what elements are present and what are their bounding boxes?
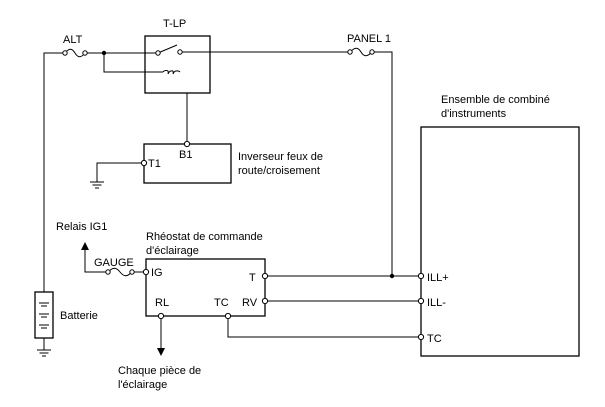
ground-icon-t1: [90, 181, 104, 189]
terminal-ill-minus: [417, 297, 425, 305]
label-switch-line1: Inverseur feux de: [238, 151, 323, 163]
label-batterie: Batterie: [60, 310, 98, 322]
illumination-rheostat: [145, 258, 266, 317]
label-rheo-line1: Rhéostat de commande: [146, 231, 263, 243]
terminal-b1: [183, 140, 191, 148]
label-cluster-line2: d'instruments: [441, 108, 507, 120]
terminal-alt-right: [82, 50, 88, 56]
label-t1: T1: [148, 158, 161, 170]
label-tlp: T-LP: [163, 18, 186, 30]
terminal-tc: [224, 312, 232, 320]
label-panel1: PANEL 1: [347, 33, 391, 45]
terminal-panel1-right: [369, 49, 375, 55]
fuse-panel1-icon: [349, 47, 373, 57]
instrument-cluster: [420, 126, 580, 357]
label-ig: IG: [151, 267, 163, 279]
label-cluster-line1: Ensemble de combiné: [441, 94, 550, 106]
terminal-gauge-right: [129, 269, 135, 275]
label-rheo-line2: d'éclairage: [146, 245, 199, 257]
label-ill-plus: ILL+: [427, 272, 449, 284]
fuse-gauge-icon: [107, 267, 133, 277]
label-switch-line2: route/croisement: [238, 165, 320, 177]
relay-coil-icon: [145, 70, 181, 75]
arrow-up-icon: [81, 242, 89, 250]
label-chaque-line1: Chaque pièce de: [118, 365, 201, 377]
terminal-t: [261, 272, 269, 280]
label-ill-minus: ILL-: [427, 297, 446, 309]
label-rv: RV: [242, 297, 258, 309]
terminal-tc-cluster: [417, 333, 425, 341]
terminal-ig: [142, 268, 150, 276]
tlp-relay: [144, 35, 211, 94]
label-relais: Relais IG1: [56, 221, 107, 233]
terminal-alt-left: [62, 50, 68, 56]
terminal-gauge-left: [105, 269, 111, 275]
junction-node-ill: [389, 273, 395, 279]
fuse-alt-icon: [64, 48, 86, 58]
terminal-t1: [140, 159, 148, 167]
ground-icon-battery: [37, 349, 51, 357]
label-gauge: GAUGE: [94, 257, 134, 269]
label-t: T: [249, 272, 256, 284]
label-chaque-line2: l'éclairage: [118, 379, 167, 391]
label-rl: RL: [155, 297, 169, 309]
label-b1: B1: [179, 149, 192, 161]
terminal-ill-plus: [417, 272, 425, 280]
arrow-down-icon: [157, 348, 165, 356]
terminal-rl: [157, 312, 165, 320]
label-tc-cluster: TC: [427, 333, 442, 345]
terminal-rv: [261, 297, 269, 305]
junction-node-alt: [101, 50, 107, 56]
label-alt: ALT: [63, 34, 83, 46]
terminal-panel1-left: [347, 49, 353, 55]
battery-icon: [34, 291, 54, 339]
label-tc: TC: [214, 297, 229, 309]
